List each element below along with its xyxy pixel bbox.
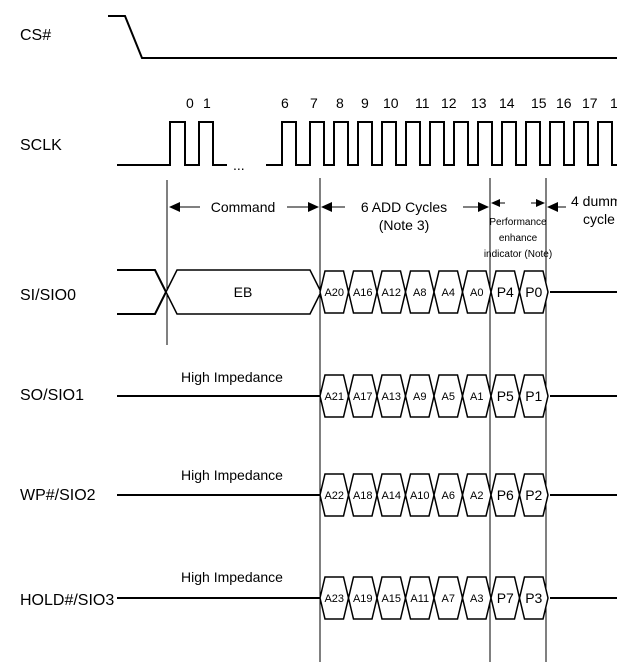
signal-label-wp: WP#/SIO2	[20, 487, 96, 504]
clock-number-9: 9	[361, 95, 369, 111]
signal-label-sclk: SCLK	[20, 137, 62, 154]
wp-cell-label-5: A2	[470, 490, 483, 502]
clock-number-6: 6	[281, 95, 289, 111]
hold-cell-7	[518, 576, 549, 620]
phase-label-add-cycles: 6 ADD Cycles	[361, 199, 447, 215]
clock-number-10: 10	[383, 95, 399, 111]
signal-label-hold: HOLD#/SIO3	[20, 592, 114, 609]
so-cell-label-0: A21	[324, 391, 344, 403]
wp-cell-label-7: P2	[525, 487, 542, 503]
phase-label-command: Command	[211, 199, 276, 215]
wp-high-impedance-label: High Impedance	[181, 467, 283, 483]
wp-cell-7	[518, 473, 549, 517]
si-idle-top	[117, 269, 168, 315]
clock-number-18: 1	[610, 95, 617, 111]
clock-number-16: 16	[556, 95, 572, 111]
hold-cell-label-2: A15	[381, 593, 401, 605]
signal-label-so: SO/SIO1	[20, 387, 84, 404]
hold-cell-label-0: A23	[324, 593, 344, 605]
cs-waveform	[108, 15, 617, 59]
so-cell-label-5: A1	[470, 391, 483, 403]
si-cell-label-3: A8	[413, 287, 426, 299]
clock-number-13: 13	[471, 95, 487, 111]
si-cell-label-1: A16	[353, 287, 373, 299]
clock-number-1: 1	[203, 95, 211, 111]
clock-number-0: 0	[186, 95, 194, 111]
hold-cell-label-6: P7	[497, 590, 514, 606]
clock-number-8: 8	[336, 95, 344, 111]
clock-number-11: 11	[415, 95, 430, 111]
si-cell-label-0: A20	[324, 287, 344, 299]
indicator-phase-arrow	[491, 199, 545, 207]
clock-number-15: 15	[531, 95, 547, 111]
clock-number-17: 17	[582, 95, 598, 111]
hold-cell-label-7: P3	[525, 590, 542, 606]
hold-cell-label-1: A19	[353, 593, 373, 605]
address-phase-arrow	[321, 202, 489, 212]
wp-cell-label-4: A6	[442, 490, 455, 502]
sclk-waveform-start	[117, 121, 227, 166]
wp-cell-label-6: P6	[497, 487, 514, 503]
si-cell-label-5: A0	[470, 287, 483, 299]
si-cell-7	[518, 270, 549, 314]
wp-cell-label-0: A22	[324, 490, 344, 502]
phase-label-performance: Performance	[489, 217, 547, 228]
si-command-value: EB	[234, 284, 253, 300]
wp-cell-label-3: A10	[410, 490, 430, 502]
so-cell-label-2: A13	[381, 391, 401, 403]
sclk-ellipsis: ...	[233, 157, 245, 173]
si-cell-label-6: P4	[497, 284, 514, 300]
so-cell-label-7: P1	[525, 388, 542, 404]
so-cell-label-3: A9	[413, 391, 426, 403]
so-cell-label-4: A5	[442, 391, 455, 403]
command-phase-arrow	[169, 202, 319, 212]
hold-cell-label-4: A7	[442, 593, 455, 605]
wp-cell-label-2: A14	[381, 490, 401, 502]
si-cell-label-7: P0	[525, 284, 542, 300]
si-cell-label-4: A4	[442, 287, 455, 299]
phase-label-dummy-2: cycle	[583, 211, 615, 227]
signal-label-si: SI/SIO0	[20, 287, 76, 304]
clock-number-12: 12	[441, 95, 457, 111]
phase-label-dummy-1: 4 dumm	[571, 193, 617, 209]
so-cell-label-1: A17	[353, 391, 373, 403]
hold-cell-label-5: A3	[470, 593, 483, 605]
phase-label-note3: (Note 3)	[379, 217, 430, 233]
clock-number-14: 14	[499, 95, 515, 111]
signal-label-cs: CS#	[20, 27, 51, 44]
clock-number-7: 7	[310, 95, 318, 111]
so-cell-7	[518, 374, 549, 418]
dummy-phase-arrow	[547, 202, 566, 212]
hold-high-impedance-label: High Impedance	[181, 569, 283, 585]
sclk-waveform-end	[266, 121, 617, 166]
hold-cell-label-3: A11	[410, 593, 429, 605]
wp-cell-label-1: A18	[353, 490, 373, 502]
si-cell-label-2: A12	[381, 287, 401, 299]
so-high-impedance-label: High Impedance	[181, 369, 283, 385]
phase-label-enhance: enhance	[499, 233, 538, 244]
phase-label-indicator: indicator (Note)	[484, 249, 552, 260]
so-cell-label-6: P5	[497, 388, 514, 404]
